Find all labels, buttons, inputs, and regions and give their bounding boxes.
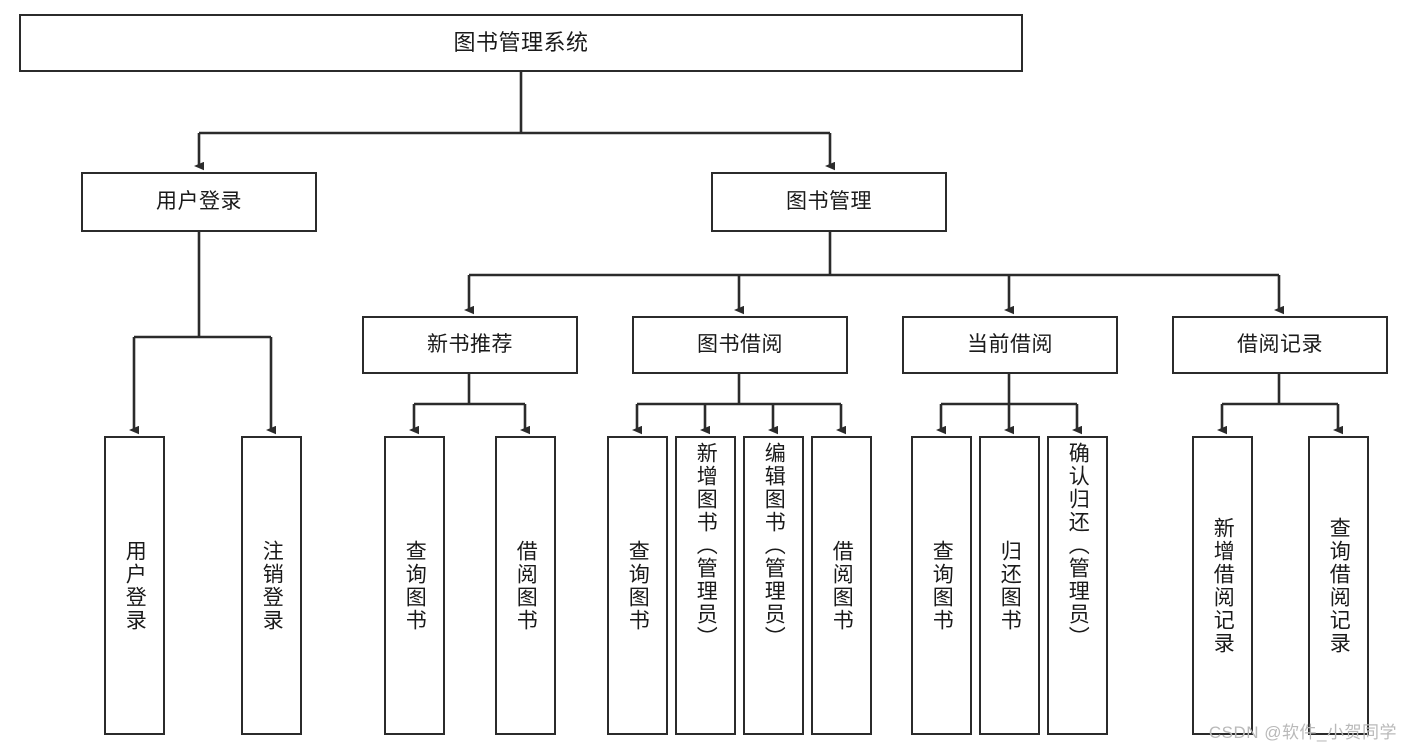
node-leaf-borrow-book-1-label: 借阅图书 — [514, 539, 538, 632]
node-current-borrow[interactable]: 当前借阅 — [902, 316, 1118, 374]
node-leaf-add-book[interactable]: 新增图书（管理员） — [675, 436, 736, 735]
node-leaf-borrow-book-1[interactable]: 借阅图书 — [495, 436, 556, 735]
node-leaf-query-book-2-label: 查询图书 — [626, 539, 650, 632]
node-leaf-user-logout-label: 注销登录 — [260, 539, 284, 632]
node-leaf-user-login[interactable]: 用户登录 — [104, 436, 165, 735]
node-leaf-query-record-label: 查询借阅记录 — [1327, 516, 1351, 655]
node-leaf-query-book-3[interactable]: 查询图书 — [911, 436, 972, 735]
node-leaf-confirm-return[interactable]: 确认归还（管理员） — [1047, 436, 1108, 735]
node-borrow-record-label: 借阅记录 — [1237, 332, 1323, 356]
node-root-label: 图书管理系统 — [453, 30, 589, 56]
node-leaf-edit-book-label: 编辑图书（管理员） — [762, 442, 786, 649]
node-leaf-user-logout[interactable]: 注销登录 — [241, 436, 302, 735]
node-leaf-return-book[interactable]: 归还图书 — [979, 436, 1040, 735]
node-leaf-query-book-1[interactable]: 查询图书 — [384, 436, 445, 735]
node-user-login[interactable]: 用户登录 — [81, 172, 317, 232]
node-leaf-add-record[interactable]: 新增借阅记录 — [1192, 436, 1253, 735]
node-book-borrow[interactable]: 图书借阅 — [632, 316, 848, 374]
node-user-login-label: 用户登录 — [156, 189, 242, 213]
node-new-book-rec-label: 新书推荐 — [427, 332, 513, 356]
node-root[interactable]: 图书管理系统 — [19, 14, 1023, 72]
node-book-borrow-label: 图书借阅 — [697, 332, 783, 356]
csdn-watermark: CSDN @软件_小贺同学 — [1208, 723, 1397, 742]
node-leaf-confirm-return-label: 确认归还（管理员） — [1066, 442, 1090, 649]
node-leaf-borrow-book-2-label: 借阅图书 — [830, 539, 854, 632]
node-leaf-add-book-label: 新增图书（管理员） — [694, 442, 718, 649]
node-leaf-borrow-book-2[interactable]: 借阅图书 — [811, 436, 872, 735]
node-leaf-add-record-label: 新增借阅记录 — [1211, 516, 1235, 655]
node-book-manage-label: 图书管理 — [786, 189, 872, 213]
node-leaf-query-record[interactable]: 查询借阅记录 — [1308, 436, 1369, 735]
node-leaf-return-book-label: 归还图书 — [998, 539, 1022, 632]
node-book-manage[interactable]: 图书管理 — [711, 172, 947, 232]
node-current-borrow-label: 当前借阅 — [967, 332, 1053, 356]
node-new-book-rec[interactable]: 新书推荐 — [362, 316, 578, 374]
node-leaf-query-book-3-label: 查询图书 — [930, 539, 954, 632]
node-leaf-query-book-2[interactable]: 查询图书 — [607, 436, 668, 735]
node-borrow-record[interactable]: 借阅记录 — [1172, 316, 1388, 374]
node-leaf-edit-book[interactable]: 编辑图书（管理员） — [743, 436, 804, 735]
node-leaf-user-login-label: 用户登录 — [123, 539, 147, 632]
node-leaf-query-book-1-label: 查询图书 — [403, 539, 427, 632]
